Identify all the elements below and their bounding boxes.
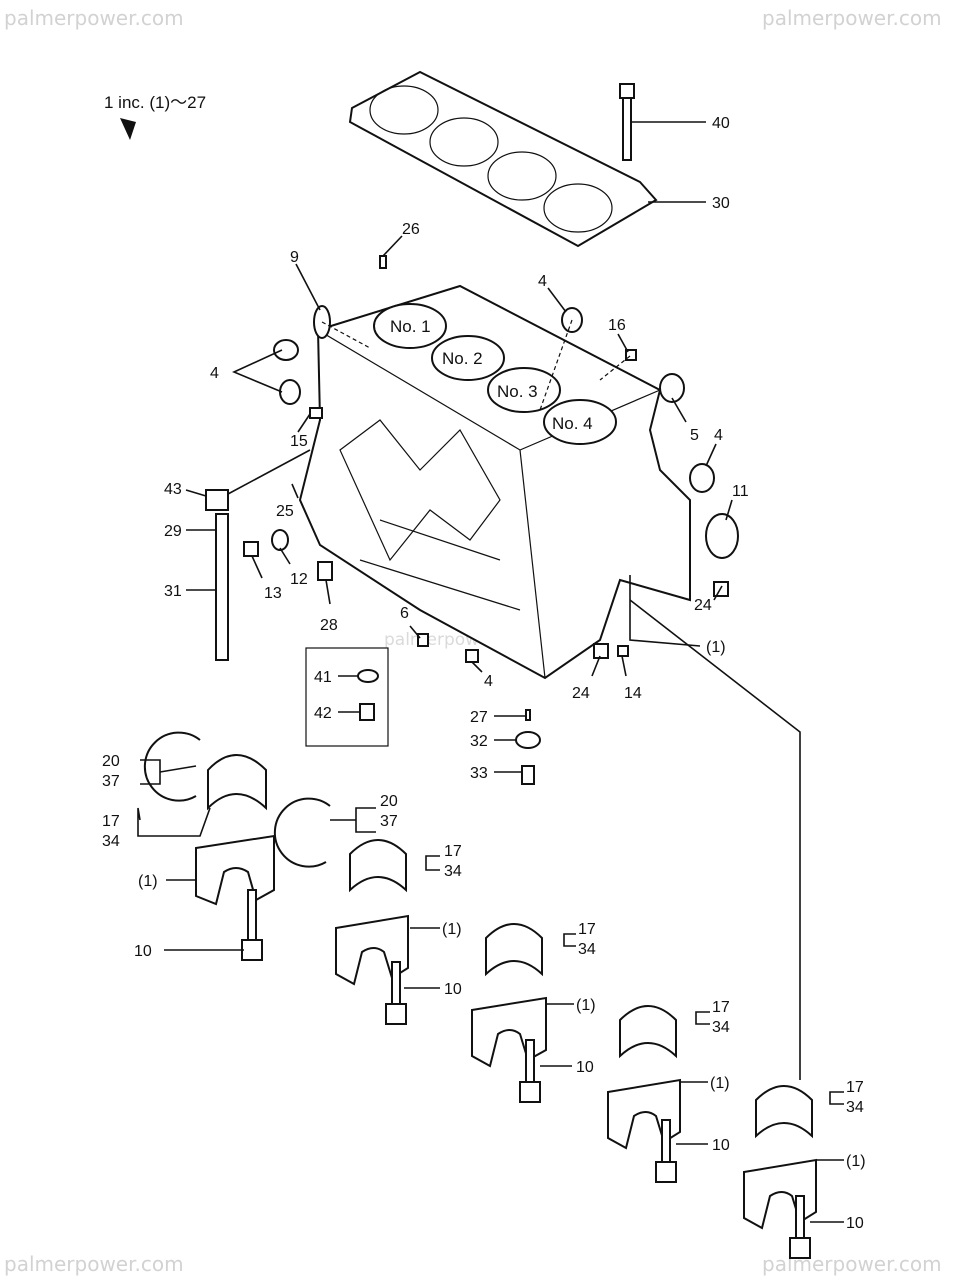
callout-24-bottom: 24 xyxy=(572,685,590,702)
leader-lines xyxy=(137,121,844,1223)
cylinder-label-1: No. 1 xyxy=(390,317,431,336)
assembly-note: 1 inc. (1)～27 xyxy=(104,93,207,112)
callout-20-b: 20 xyxy=(380,793,398,810)
callout-17-d: 17 xyxy=(712,999,730,1016)
callout-10-d: 10 xyxy=(712,1137,730,1154)
watermark-top-right: palmerpower.com xyxy=(762,6,942,30)
inset-box xyxy=(305,647,389,747)
callout-14: 14 xyxy=(624,685,642,702)
callout-37-b: 37 xyxy=(380,813,398,830)
callout-34-e: 34 xyxy=(846,1099,864,1116)
callout-25: 25 xyxy=(276,503,294,520)
callout-1-b: (1) xyxy=(442,921,462,938)
callout-1-c: (1) xyxy=(576,997,596,1014)
callout-15: 15 xyxy=(290,433,308,450)
callout-16: 16 xyxy=(608,317,626,334)
watermark-bottom-left: palmerpower.com xyxy=(4,1252,184,1276)
callout-33: 33 xyxy=(470,765,488,782)
callout-41: 41 xyxy=(314,669,332,686)
callout-29: 29 xyxy=(164,523,182,540)
callout-40: 40 xyxy=(712,115,730,132)
callout-11: 11 xyxy=(732,483,749,500)
cylinder-bores xyxy=(373,303,617,445)
callout-17-b: 17 xyxy=(444,843,462,860)
head-gasket xyxy=(348,70,658,248)
callout-4-left: 4 xyxy=(210,365,219,382)
callout-10-e: 10 xyxy=(846,1215,864,1232)
callout-32: 32 xyxy=(470,733,488,750)
callout-17-e: 17 xyxy=(846,1079,864,1096)
main-bearing-bolts xyxy=(241,889,811,1259)
callout-1-d: (1) xyxy=(710,1075,730,1092)
callout-1-e: (1) xyxy=(846,1153,866,1170)
cylinder-block xyxy=(298,284,691,680)
plug-42 xyxy=(359,703,375,721)
callout-10-c: 10 xyxy=(576,1059,594,1076)
callout-28: 28 xyxy=(320,617,338,634)
callout-34-a: 34 xyxy=(102,833,120,850)
callout-17-c: 17 xyxy=(578,921,596,938)
callout-34-b: 34 xyxy=(444,863,462,880)
watermark-top-left: palmerpower.com xyxy=(4,6,184,30)
callout-34-d: 34 xyxy=(712,1019,730,1036)
callout-17-a: 17 xyxy=(102,813,120,830)
head-bolt xyxy=(619,83,635,161)
callout-24-right: 24 xyxy=(694,597,712,614)
dashed-guide xyxy=(321,319,631,411)
callout-4-right: 4 xyxy=(714,427,723,444)
main-bearings xyxy=(207,754,813,1139)
front-direction-arrow-icon xyxy=(120,118,136,140)
washer-41 xyxy=(357,669,379,683)
callout-34-c: 34 xyxy=(578,941,596,958)
callout-31: 31 xyxy=(164,583,182,600)
cylinder-label-2: No. 2 xyxy=(442,349,483,368)
callout-37-a: 37 xyxy=(102,773,120,790)
callout-1-block: (1) xyxy=(706,639,726,656)
callout-12: 12 xyxy=(290,571,308,588)
callout-26: 26 xyxy=(402,221,420,238)
callout-30: 30 xyxy=(712,195,730,212)
callout-6: 6 xyxy=(400,605,409,622)
callout-43: 43 xyxy=(164,481,182,498)
callout-5: 5 xyxy=(690,427,699,444)
callout-4-bottom: 4 xyxy=(484,673,493,690)
callout-42: 42 xyxy=(314,705,332,722)
callout-20-a: 20 xyxy=(102,753,120,770)
callout-4-top: 4 xyxy=(538,273,547,290)
callout-13: 13 xyxy=(264,585,282,602)
cylinder-label-3: No. 3 xyxy=(497,382,538,401)
callout-1-a: (1) xyxy=(138,873,158,890)
cylinder-label-4: No. 4 xyxy=(552,414,593,433)
callout-9: 9 xyxy=(290,249,299,266)
callout-10-a: 10 xyxy=(134,943,152,960)
callout-10-b: 10 xyxy=(444,981,462,998)
callout-27: 27 xyxy=(470,709,488,726)
